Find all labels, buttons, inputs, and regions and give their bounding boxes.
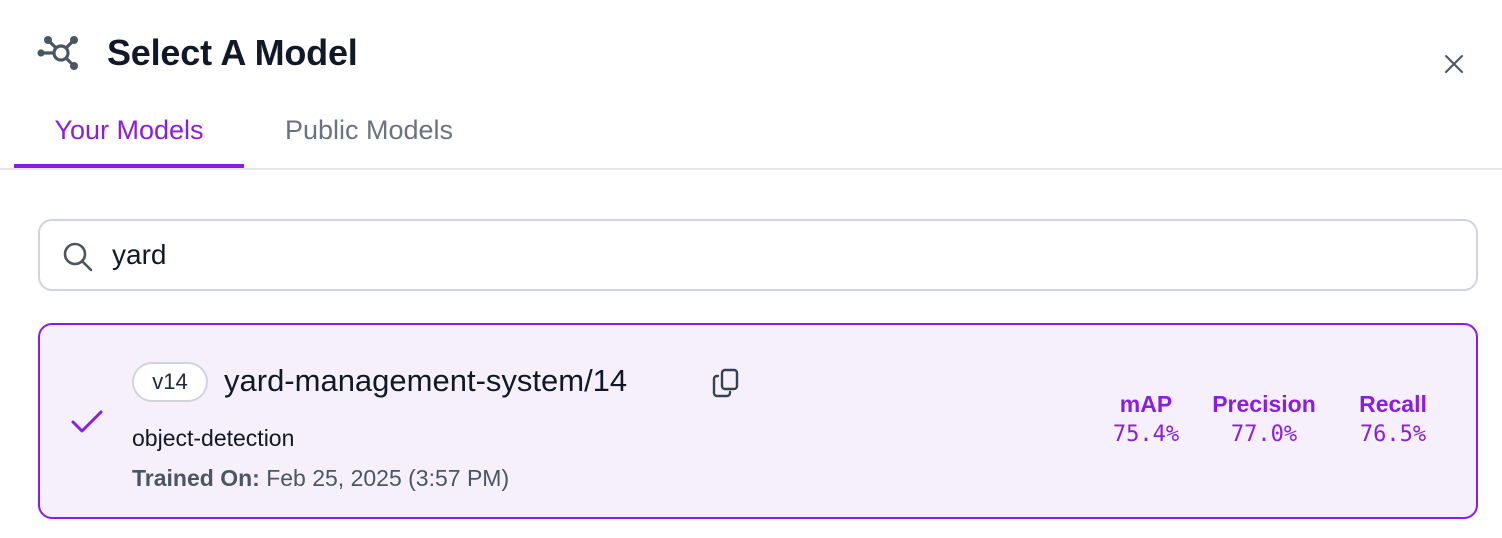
metric-label: Precision — [1212, 391, 1316, 417]
metric-label: mAP — [1119, 391, 1173, 417]
dialog-title: Select A Model — [107, 32, 358, 73]
dialog-header: Select A Model — [0, 0, 1502, 100]
metric-value: 76.5% — [1359, 422, 1427, 447]
metric-recall: Recall 76.5% — [1330, 389, 1456, 451]
model-tabs: Your Models Public Models — [0, 100, 1502, 170]
trained-on-label: Trained On: — [132, 465, 260, 491]
metric-map: mAP 75.4% — [1076, 389, 1216, 451]
close-button[interactable] — [1438, 48, 1470, 80]
trained-on: Trained On: Feb 25, 2025 (3:57 PM) — [132, 463, 509, 493]
trained-on-value: Feb 25, 2025 (3:57 PM) — [266, 465, 510, 491]
copy-button[interactable] — [710, 367, 742, 399]
metric-value: 75.4% — [1112, 422, 1180, 447]
model-type: object-detection — [132, 425, 295, 451]
search-input[interactable] — [112, 231, 1452, 279]
tab-public-models[interactable]: Public Models — [284, 115, 454, 145]
check-icon — [71, 410, 103, 433]
copy-icon — [712, 368, 739, 398]
model-name: yard-management-system/14 — [224, 363, 628, 398]
model-card-selected[interactable]: v14 yard-management-system/14 object-det… — [38, 323, 1478, 519]
search-icon — [63, 242, 93, 272]
version-badge: v14 — [132, 362, 208, 402]
search-box — [38, 219, 1478, 291]
metric-value: 77.0% — [1230, 422, 1298, 447]
close-icon — [1445, 55, 1463, 73]
model-graph-icon — [37, 36, 78, 70]
metric-precision: Precision 77.0% — [1196, 389, 1332, 451]
tab-your-models[interactable]: Your Models — [14, 100, 244, 168]
metric-label: Recall — [1359, 391, 1427, 417]
